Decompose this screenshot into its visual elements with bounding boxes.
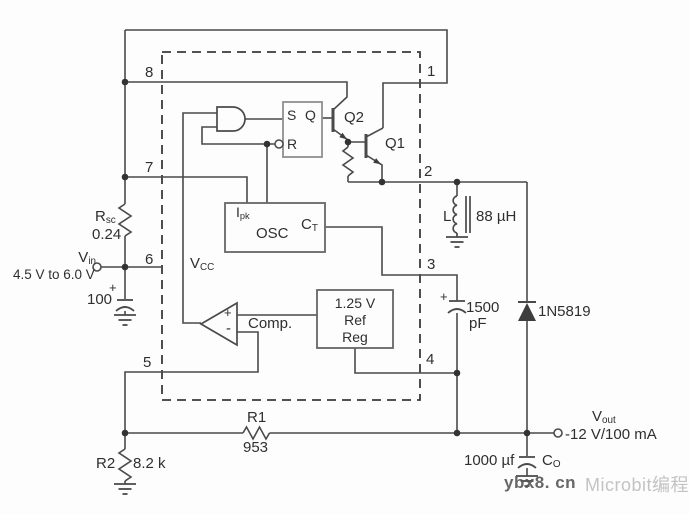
- output-cap-name: CO: [542, 452, 561, 471]
- ground-inductor: [446, 236, 468, 248]
- pin-7-label: 7: [145, 159, 154, 176]
- pin-1-label: 1: [427, 63, 436, 80]
- comparator-plus: +: [224, 305, 232, 320]
- osc-box: [224, 202, 326, 253]
- ground-input-cap: [114, 314, 136, 326]
- wire-network: [101, 29, 554, 484]
- watermark-primary: ybx8. cn: [504, 473, 577, 492]
- comparator-label: Comp.: [248, 315, 293, 332]
- vout-label: Vout: [592, 408, 616, 427]
- inductor-name-label: L: [443, 208, 452, 225]
- latch-q-label: Q: [305, 107, 316, 123]
- timing-cap-plus: +: [440, 289, 448, 304]
- watermark-secondary: Microbit编程: [585, 475, 689, 495]
- r2-resistor: [117, 448, 133, 482]
- diode-part-label: 1N5819: [538, 303, 591, 320]
- q2-emitter-arrow: [339, 132, 347, 140]
- q2-label: Q2: [344, 109, 365, 126]
- diode-symbol: [518, 301, 536, 321]
- latch-r-label: R: [287, 136, 298, 152]
- pin-2-label: 2: [424, 163, 433, 180]
- latch-r-bubble: [274, 139, 284, 149]
- inductor-value-label: 88 µH: [476, 208, 517, 225]
- ct-label: CT: [301, 216, 318, 235]
- pin-8-label: 8: [145, 64, 154, 81]
- q2-transistor: [331, 108, 347, 140]
- vin-range-label: 4.5 V to 6.0 V: [13, 267, 95, 282]
- output-cap-value: 1000 µf: [464, 452, 515, 469]
- junction-dots: [121, 78, 531, 437]
- ground-output-cap: [516, 475, 538, 487]
- vout-rating-label: -12 V/100 mA: [565, 426, 657, 443]
- timing-cap-unit: pF: [469, 315, 487, 332]
- emitter-resistor: [341, 146, 355, 177]
- pin-6-label: 6: [145, 251, 154, 268]
- osc-label: OSC: [256, 225, 289, 242]
- vcc-label: VCC: [190, 255, 215, 274]
- inductor-symbol: [452, 195, 471, 237]
- vout-terminal: [553, 428, 563, 438]
- sr-latch-box: [274, 101, 323, 158]
- r1-value-label: 953: [243, 439, 269, 456]
- ic-boundary-dashed: [161, 51, 421, 401]
- and-gate: [216, 106, 246, 132]
- output-capacitor: [517, 456, 537, 469]
- latch-s-label: S: [287, 107, 297, 123]
- ground-r2: [114, 483, 136, 495]
- r2-value-label: 8.2 k: [133, 455, 166, 472]
- q1-transistor: [364, 134, 381, 165]
- rsc-name-label: Rsc: [95, 208, 116, 227]
- ipk-label: Ipk: [236, 204, 250, 222]
- pin-3-label: 3: [427, 256, 436, 273]
- timing-cap-value: 1500: [466, 299, 500, 316]
- q1-label: Q1: [385, 135, 406, 152]
- input-capacitor: [115, 299, 135, 312]
- pin-4-label: 4: [426, 351, 435, 368]
- q1-emitter-arrow: [373, 158, 381, 165]
- ref-reg-box: [316, 289, 394, 349]
- r1-name-label: R1: [247, 409, 267, 426]
- rsc-resistor: [117, 203, 133, 237]
- r1-resistor: [242, 425, 271, 441]
- timing-capacitor: [447, 300, 467, 314]
- input-cap-plus: +: [109, 280, 117, 295]
- comparator-minus: -: [226, 320, 231, 337]
- vin-label: Vin: [78, 249, 96, 268]
- input-cap-value: 100: [87, 291, 113, 308]
- pin-5-label: 5: [143, 354, 152, 371]
- rsc-value-label: 0.24: [92, 226, 122, 243]
- vin-terminal: [92, 262, 102, 272]
- r2-name-label: R2: [96, 455, 116, 472]
- comparator-triangle: [199, 301, 238, 347]
